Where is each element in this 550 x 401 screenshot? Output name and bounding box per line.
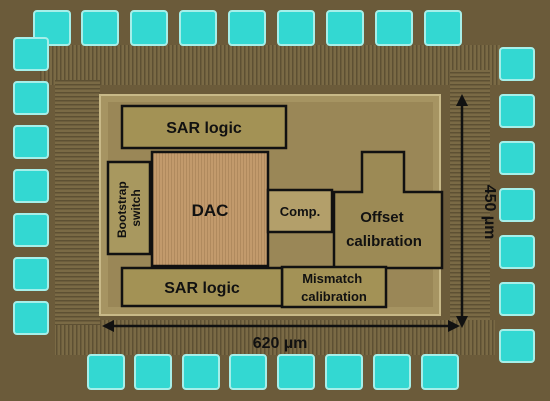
dac-block: DAC bbox=[150, 150, 270, 268]
bond-pad-top bbox=[424, 10, 462, 46]
bootstrap-line1: Bootstrap bbox=[115, 181, 129, 238]
height-dimension: 450 µm bbox=[456, 94, 498, 328]
comparator-label: Comp. bbox=[280, 204, 320, 219]
bond-pad-left bbox=[13, 169, 49, 203]
bond-pad-bottom bbox=[325, 354, 363, 390]
bond-pad-bottom bbox=[134, 354, 172, 390]
comparator-block: Comp. bbox=[266, 188, 334, 234]
bond-pad-top bbox=[375, 10, 413, 46]
mismatch-line2: calibration bbox=[301, 289, 367, 304]
height-arrow-top bbox=[456, 94, 468, 106]
bond-pad-top bbox=[277, 10, 315, 46]
offset-line1: Offset bbox=[360, 209, 403, 226]
sar-logic-bottom-label: SAR logic bbox=[164, 280, 240, 297]
bond-pad-right bbox=[499, 47, 535, 81]
right-routing-ring bbox=[450, 70, 490, 320]
width-arrow-left bbox=[102, 320, 114, 332]
mismatch-calibration-block: Mismatch calibration bbox=[280, 265, 388, 309]
sar-logic-top-block: SAR logic bbox=[120, 104, 288, 150]
bootstrap-switch-block: Bootstrap switch bbox=[106, 160, 152, 256]
bond-pad-bottom bbox=[87, 354, 125, 390]
bond-pad-top bbox=[228, 10, 266, 46]
top-routing-ring bbox=[40, 45, 500, 85]
bond-pad-top bbox=[130, 10, 168, 46]
bond-pad-right bbox=[499, 94, 535, 128]
bond-pad-right bbox=[499, 282, 535, 316]
bond-pad-right bbox=[499, 329, 535, 363]
bond-pads bbox=[13, 10, 535, 390]
bond-pad-right bbox=[499, 235, 535, 269]
sar-logic-bottom-block: SAR logic bbox=[120, 266, 284, 308]
height-label: 450 µm bbox=[481, 185, 498, 240]
bootstrap-line2: switch bbox=[129, 189, 143, 226]
bond-pad-left bbox=[13, 37, 49, 71]
bond-pad-top bbox=[326, 10, 364, 46]
bond-pad-bottom bbox=[373, 354, 411, 390]
bond-pad-top bbox=[81, 10, 119, 46]
bond-pad-left bbox=[13, 257, 49, 291]
offset-calibration-label: Offset calibration bbox=[346, 209, 422, 250]
bootstrap-switch-label: Bootstrap switch bbox=[115, 178, 143, 238]
left-routing-ring bbox=[55, 80, 100, 325]
bond-pad-left bbox=[13, 301, 49, 335]
bond-pad-bottom bbox=[182, 354, 220, 390]
bond-pad-left bbox=[13, 81, 49, 115]
bond-pad-left bbox=[13, 213, 49, 247]
bond-pad-right bbox=[499, 141, 535, 175]
width-arrow-right bbox=[448, 320, 460, 332]
offset-calibration-block: Offset calibration bbox=[332, 150, 444, 270]
bond-pad-top bbox=[33, 10, 71, 46]
sar-logic-top-label: SAR logic bbox=[166, 120, 242, 137]
mismatch-line1: Mismatch bbox=[302, 271, 362, 286]
bond-pad-bottom bbox=[229, 354, 267, 390]
offset-line2: calibration bbox=[346, 233, 422, 250]
bond-pad-top bbox=[179, 10, 217, 46]
width-label: 620 µm bbox=[253, 335, 308, 352]
bond-pad-bottom bbox=[421, 354, 459, 390]
width-dimension: 620 µm bbox=[102, 320, 460, 352]
bond-pad-bottom bbox=[277, 354, 315, 390]
bond-pad-left bbox=[13, 125, 49, 159]
height-arrow-bottom bbox=[456, 316, 468, 328]
mismatch-calibration-label: Mismatch calibration bbox=[301, 271, 367, 304]
bond-pad-right bbox=[499, 188, 535, 222]
dac-label: DAC bbox=[192, 201, 229, 220]
